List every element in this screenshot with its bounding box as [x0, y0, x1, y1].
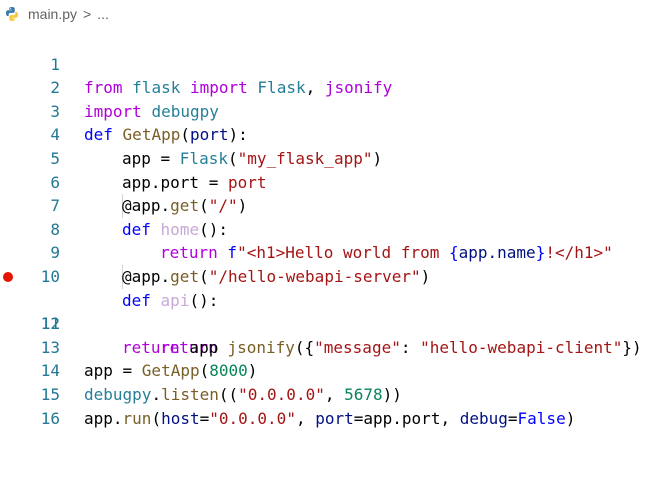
line-number[interactable]: 13 — [40, 337, 60, 357]
line-number[interactable]: 8 — [50, 219, 60, 239]
code-line: 2 import debugpy — [0, 53, 647, 121]
code-line: 5 app.port = port — [0, 123, 647, 192]
line-number[interactable]: 6 — [50, 172, 60, 192]
code-line: 9 @app.get("/hello-webapi-server") — [0, 218, 647, 286]
breadcrumb-file[interactable]: main.py — [28, 6, 78, 22]
breadcrumb: main.py > ... — [0, 0, 647, 28]
line-number[interactable]: 9 — [50, 243, 60, 263]
line-number[interactable]: 10 — [40, 266, 60, 286]
code-line: 1 from flask import Flask, jsonify — [0, 29, 647, 98]
code-text: from flask import Flask, jsonify — [84, 78, 393, 98]
code-text: def home(): — [122, 219, 228, 239]
code-text: @app.get("/hello-webapi-server") — [122, 266, 431, 286]
code-line: 7 def home(): — [0, 171, 647, 239]
line-number[interactable]: 2 — [50, 78, 60, 98]
code-line: 6 @app.get("/") — [0, 147, 647, 216]
line-number[interactable]: 7 — [50, 196, 60, 216]
breadcrumb-symbol[interactable]: ... — [97, 6, 109, 22]
code-text: app.port = port — [122, 172, 267, 192]
code-line: 14 debugpy.listen(("0.0.0.0", 5678)) — [0, 336, 647, 404]
code-line: 16 — [0, 383, 647, 428]
code-line: 3 def GetApp(port): — [0, 76, 647, 145]
code-editor[interactable]: 1 from flask import Flask, jsonify 2 imp… — [0, 29, 647, 428]
code-text: app = Flask("my_flask_app") — [122, 148, 383, 168]
code-text: def GetApp(port): — [84, 125, 248, 145]
code-text: return f"<h1>Hello world from {app.name}… — [160, 243, 613, 263]
line-number[interactable]: 11 — [40, 314, 60, 334]
code-text: app.run(host="0.0.0.0", port=app.port, d… — [84, 408, 576, 428]
line-number[interactable]: 16 — [40, 408, 60, 428]
chevron-right-icon: > — [83, 6, 92, 22]
line-number[interactable]: 15 — [40, 384, 60, 404]
code-line: 8 return f"<h1>Hello world from {app.nam… — [0, 194, 647, 263]
indent-guide — [122, 194, 123, 218]
line-number[interactable]: 5 — [50, 148, 60, 168]
code-line-breakpoint: 11 return jsonify({"message": "hello-web… — [0, 265, 647, 357]
code-text: app = GetApp(8000) — [84, 361, 258, 381]
indent-guide — [122, 265, 123, 289]
code-line: 12 return app — [0, 289, 647, 357]
code-line: 4 app = Flask("my_flask_app") — [0, 100, 647, 168]
code-text: debugpy.listen(("0.0.0.0", 5678)) — [84, 384, 402, 404]
code-line: 10 def api(): — [0, 241, 647, 310]
breakpoint-icon[interactable] — [3, 271, 13, 282]
code-text: import debugpy — [84, 101, 219, 121]
line-number[interactable]: 4 — [50, 125, 60, 145]
line-number[interactable]: 12 — [40, 314, 60, 334]
code-text: def api(): — [122, 290, 219, 310]
line-number[interactable]: 14 — [40, 361, 60, 381]
code-text: @app.get("/") — [122, 196, 248, 216]
code-text: return app — [122, 337, 219, 357]
python-file-icon — [4, 6, 20, 22]
code-line: 15 app.run(host="0.0.0.0", port=app.port… — [0, 359, 647, 428]
line-number[interactable]: 1 — [50, 54, 60, 74]
code-text: return jsonify({"message": "hello-webapi… — [160, 337, 642, 357]
code-line: 13 app = GetApp(8000) — [0, 312, 647, 381]
line-number[interactable]: 3 — [50, 101, 60, 121]
